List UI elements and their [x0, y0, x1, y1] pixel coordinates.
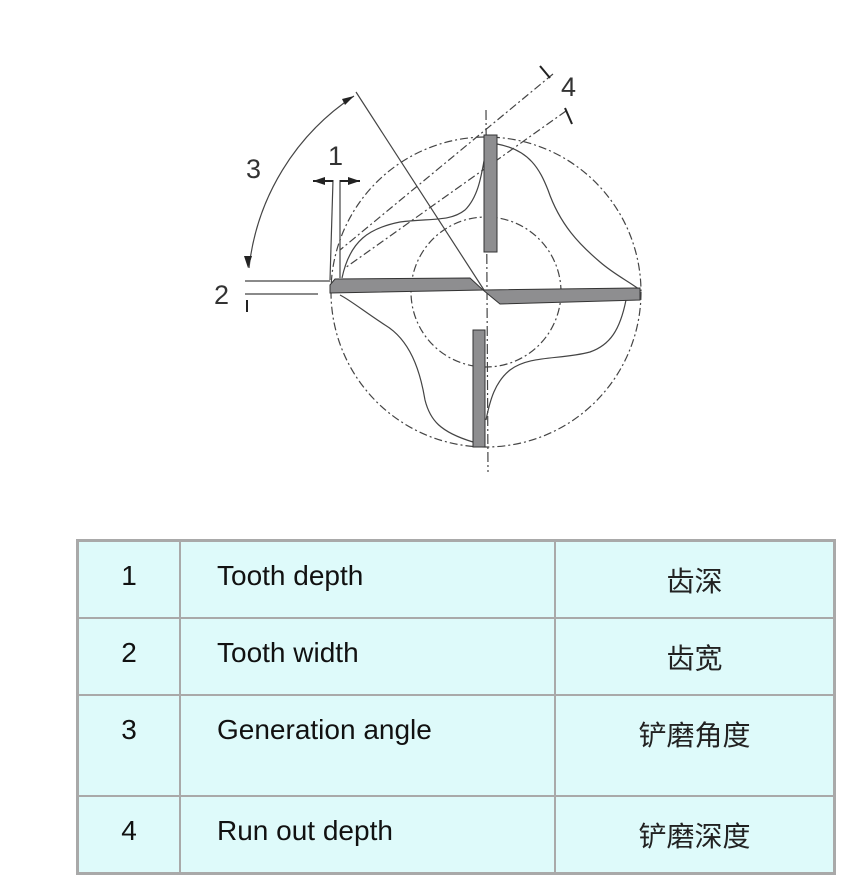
flute-bottom-left	[339, 294, 474, 443]
flute-bottom-right	[485, 299, 627, 421]
row-english: Run out depth	[179, 795, 556, 875]
row-chinese: 铲磨角度	[554, 694, 836, 797]
row-number: 4	[76, 795, 181, 875]
run-out-line-2	[344, 110, 567, 269]
tooth-depth-line-1	[329, 179, 334, 281]
run-out-line-1	[339, 73, 554, 251]
table-row: 2 Tooth width 齿宽	[76, 617, 836, 696]
arrow-icon	[342, 96, 354, 105]
row-number: 1	[76, 539, 181, 619]
tooth-top	[483, 134, 498, 253]
row-number: 2	[76, 617, 181, 696]
arrow-icon	[244, 256, 252, 268]
generation-angle-arc	[248, 95, 355, 269]
tooth-bottom	[472, 329, 486, 448]
label-4: 4	[561, 72, 576, 102]
row-english: Tooth width	[179, 617, 556, 696]
parameter-table: 1 Tooth depth 齿深 2 Tooth width 齿宽 3 Gene…	[76, 539, 836, 875]
label-3: 3	[246, 154, 261, 184]
row-chinese: 铲磨深度	[554, 795, 836, 875]
row-english: Tooth depth	[179, 539, 556, 619]
table-row: 1 Tooth depth 齿深	[76, 539, 836, 619]
flute-top-left	[341, 149, 487, 279]
row-chinese: 齿深	[554, 539, 836, 619]
flute-top-right	[496, 143, 641, 291]
label-1: 1	[328, 141, 343, 171]
row-chinese: 齿宽	[554, 617, 836, 696]
tooth-left	[329, 277, 485, 294]
tooth-right	[481, 287, 641, 305]
end-mill-cross-section-diagram: 1 2 3 4	[214, 65, 642, 473]
table-row: 4 Run out depth 铲磨深度	[76, 795, 836, 875]
label-2: 2	[214, 280, 229, 310]
row-number: 3	[76, 694, 181, 797]
radial-line	[355, 91, 485, 291]
table-row: 3 Generation angle 铲磨角度	[76, 694, 836, 797]
row-english: Generation angle	[179, 694, 556, 797]
